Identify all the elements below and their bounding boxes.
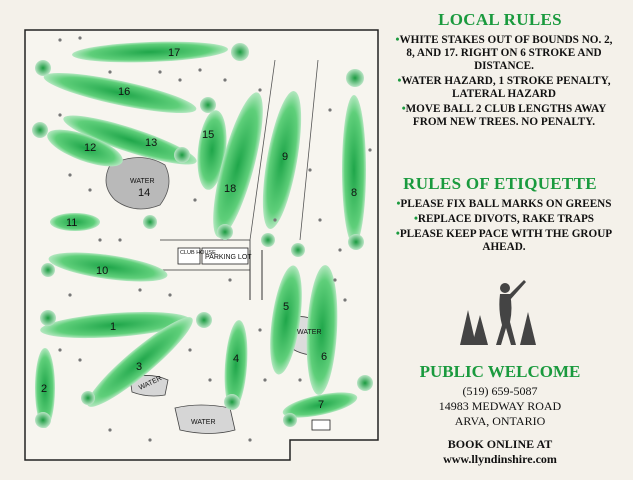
etiquette-item: •PLEASE FIX BALL MARKS ON GREENS bbox=[396, 198, 612, 210]
water-hazard-bottom bbox=[174, 404, 236, 434]
fairway-7 bbox=[282, 392, 358, 418]
fairway-18 bbox=[213, 92, 263, 238]
hole-17-label: 17 bbox=[168, 47, 180, 59]
fairways bbox=[35, 41, 366, 428]
fairway-8 bbox=[342, 95, 366, 245]
fairway-12 bbox=[47, 129, 123, 167]
public-welcome-title: PUBLIC WELCOME bbox=[419, 362, 581, 381]
booking-text: BOOK ONLINE AT bbox=[447, 437, 553, 451]
parking-lot-label: PARKING LOT bbox=[205, 254, 252, 261]
hole-2-label: 2 bbox=[41, 383, 47, 395]
etiquette-list: •PLEASE FIX BALL MARKS ON GREENS •REPLAC… bbox=[390, 198, 618, 256]
hole-5-label: 5 bbox=[283, 301, 289, 313]
local-rule-item: •MOVE BALL 2 CLUB LENGTHS AWAY FROM NEW … bbox=[401, 103, 607, 128]
water-label-bottom: WATER bbox=[191, 419, 216, 426]
club-house bbox=[177, 247, 201, 265]
golfer-silhouette-icon bbox=[460, 280, 536, 345]
hole-numbers: 1 2 3 4 5 6 7 8 9 10 11 12 13 14 15 16 1… bbox=[41, 47, 357, 411]
hole-1-label: 1 bbox=[110, 321, 116, 333]
hole-4-label: 4 bbox=[233, 353, 239, 365]
hole-7-label: 7 bbox=[318, 399, 324, 411]
fairway-5 bbox=[270, 265, 302, 375]
hole-10-label: 10 bbox=[96, 265, 108, 277]
hole-15-label: 15 bbox=[202, 129, 214, 141]
hole-13-label: 13 bbox=[145, 137, 157, 149]
etiquette-item: •REPLACE DIVOTS, RAKE TRAPS bbox=[413, 213, 595, 225]
hole-12-label: 12 bbox=[84, 142, 96, 154]
fairway-13 bbox=[63, 115, 197, 165]
fairway-6 bbox=[306, 265, 338, 395]
water-hazard-14 bbox=[105, 157, 170, 210]
hole-16-label: 16 bbox=[118, 86, 130, 98]
fairway-2 bbox=[35, 348, 55, 428]
hole-6-label: 6 bbox=[321, 351, 327, 363]
hole-8-label: 8 bbox=[351, 187, 357, 199]
website-link[interactable]: www.llyndinshire.com bbox=[443, 452, 557, 466]
local-rule-item: •WATER HAZARD, 1 STROKE PENALTY, LATERAL… bbox=[397, 75, 611, 100]
info-panel: LOCAL RULES •WHITE STAKES OUT OF BOUNDS … bbox=[390, 0, 633, 480]
etiquette-title: RULES OF ETIQUETTE bbox=[403, 174, 597, 193]
fairway-9 bbox=[262, 91, 302, 229]
cart-paths bbox=[249, 59, 319, 241]
fairway-1 bbox=[40, 311, 190, 339]
parking-lot-outline bbox=[160, 239, 251, 271]
address-line-2: ARVA, ONTARIO bbox=[454, 414, 546, 428]
fairway-10 bbox=[48, 252, 168, 282]
address-line-1: 14983 MEDWAY ROAD bbox=[438, 399, 562, 413]
hole-9-label: 9 bbox=[282, 151, 288, 163]
parking-lot bbox=[201, 247, 249, 265]
hole-18-label: 18 bbox=[224, 183, 236, 195]
phone-number: (519) 659-5087 bbox=[462, 384, 538, 398]
hole-11-label: 11 bbox=[66, 217, 77, 229]
water-label-6: WATER bbox=[297, 329, 322, 336]
greens bbox=[32, 43, 373, 428]
club-label: CLUB HOUSE bbox=[180, 250, 216, 256]
water-label-14: WATER bbox=[130, 178, 155, 185]
fairway-3 bbox=[87, 317, 193, 407]
local-rules-list: •WHITE STAKES OUT OF BOUNDS NO. 2, 8, AN… bbox=[390, 34, 618, 131]
fairway-11 bbox=[50, 213, 100, 231]
fairway-17 bbox=[72, 41, 228, 63]
course-map-svg: 1 2 3 4 5 6 7 8 9 10 11 12 13 14 15 16 1… bbox=[24, 29, 379, 461]
fairway-4 bbox=[224, 320, 248, 410]
hole-3-label: 3 bbox=[136, 361, 142, 373]
trees bbox=[58, 36, 372, 442]
local-rules-title: LOCAL RULES bbox=[438, 10, 562, 29]
hole-14-label: 14 bbox=[138, 187, 150, 199]
fairway-15 bbox=[197, 110, 227, 190]
maintenance-building bbox=[311, 419, 331, 431]
etiquette-item: •PLEASE KEEP PACE WITH THE GROUP AHEAD. bbox=[395, 228, 613, 253]
fairway-16 bbox=[43, 72, 197, 114]
course-map: 1 2 3 4 5 6 7 8 9 10 11 12 13 14 15 16 1… bbox=[24, 29, 379, 461]
local-rule-item: •WHITE STAKES OUT OF BOUNDS NO. 2, 8, AN… bbox=[395, 34, 613, 72]
